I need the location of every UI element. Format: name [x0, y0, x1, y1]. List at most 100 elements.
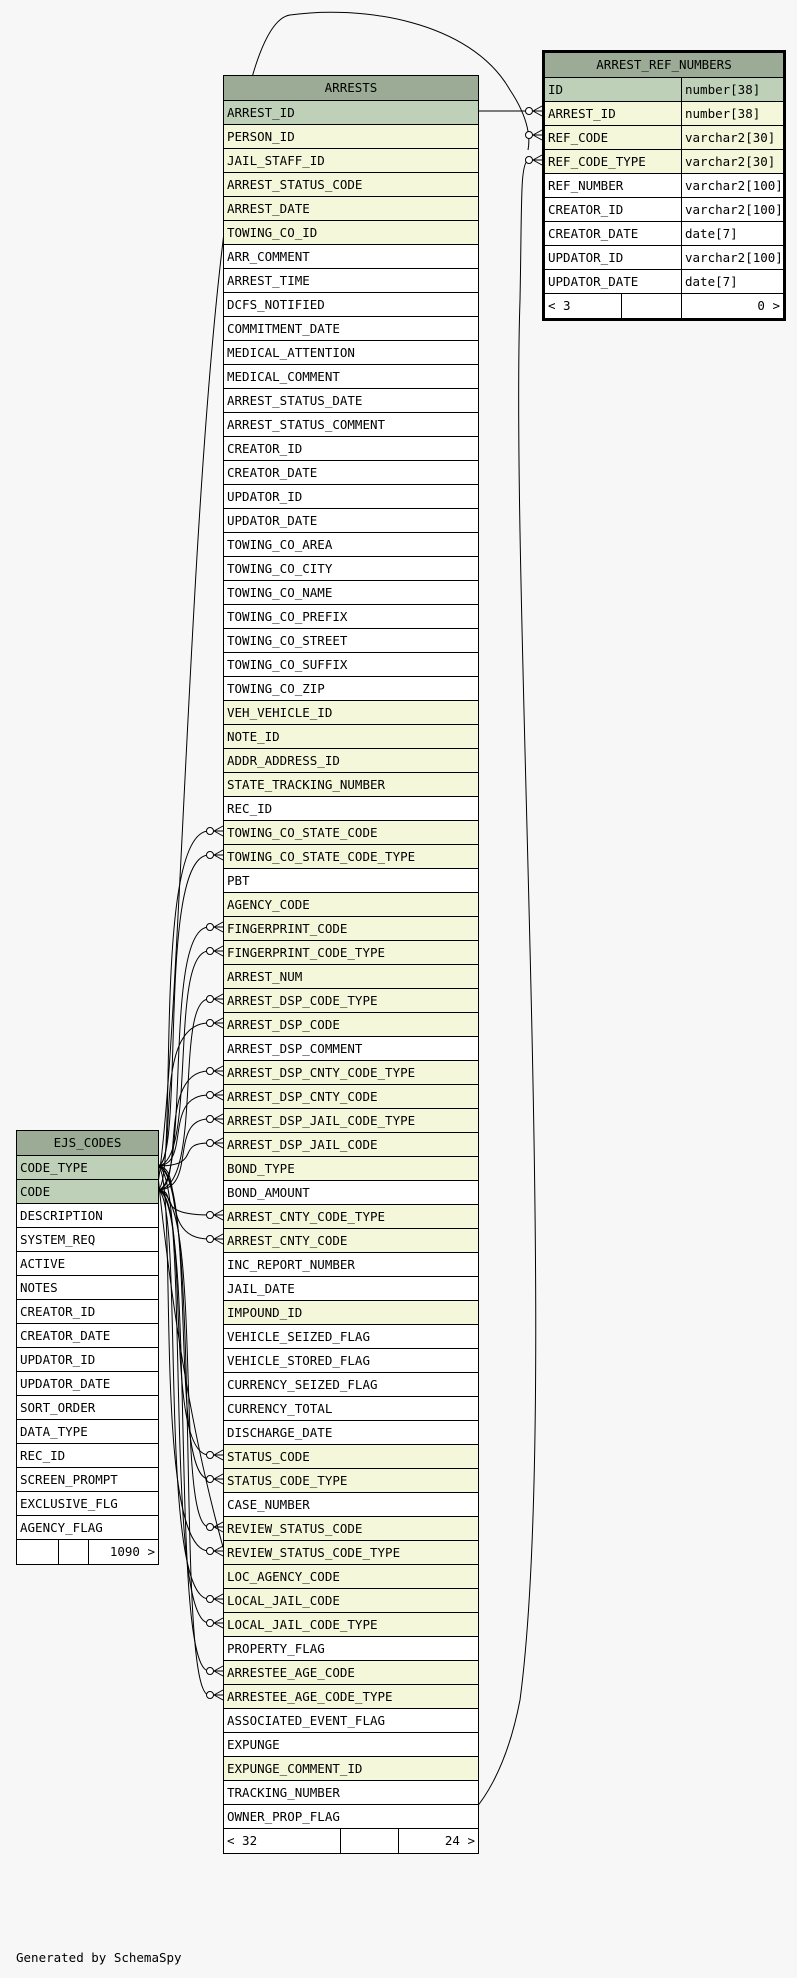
column-row[interactable]: VEHICLE_STORED_FLAG — [224, 1349, 478, 1373]
column-row[interactable]: MEDICAL_COMMENT — [224, 365, 478, 389]
column-row[interactable]: CREATOR_ID — [17, 1300, 158, 1324]
column-row[interactable]: TOWING_CO_NAME — [224, 581, 478, 605]
column-row[interactable]: TOWING_CO_AREA — [224, 533, 478, 557]
column-row[interactable]: ASSOCIATED_EVENT_FLAG — [224, 1709, 478, 1733]
column-row[interactable]: PROPERTY_FLAG — [224, 1637, 478, 1661]
column-row[interactable]: BOND_TYPE — [224, 1157, 478, 1181]
column-row[interactable]: ADDR_ADDRESS_ID — [224, 749, 478, 773]
column-row[interactable]: AGENCY_CODE — [224, 893, 478, 917]
column-row[interactable]: CURRENCY_SEIZED_FLAG — [224, 1373, 478, 1397]
column-row[interactable]: ACTIVE — [17, 1252, 158, 1276]
column-row[interactable]: ARREST_STATUS_CODE — [224, 173, 478, 197]
column-row[interactable]: STATUS_CODE_TYPE — [224, 1469, 478, 1493]
column-row[interactable]: PBT — [224, 869, 478, 893]
column-row[interactable]: DATA_TYPE — [17, 1420, 158, 1444]
column-row[interactable]: ARREST_NUM — [224, 965, 478, 989]
column-row[interactable]: AGENCY_FLAG — [17, 1516, 158, 1540]
column-row[interactable]: UPDATOR_DATE — [224, 509, 478, 533]
column-row[interactable]: SCREEN_PROMPT — [17, 1468, 158, 1492]
table-title-ejs-codes[interactable]: EJS_CODES — [17, 1131, 158, 1156]
column-row[interactable]: OWNER_PROP_FLAG — [224, 1805, 478, 1829]
column-row[interactable]: ARREST_DSP_CNTY_CODE_TYPE — [224, 1061, 478, 1085]
footer-parents-count[interactable]: < 32 — [224, 1829, 341, 1853]
column-row[interactable]: TOWING_CO_STATE_CODE_TYPE — [224, 845, 478, 869]
column-row[interactable]: CREATOR_DATE — [224, 461, 478, 485]
column-row[interactable]: EXPUNGE_COMMENT_ID — [224, 1757, 478, 1781]
column-row[interactable]: TOWING_CO_STREET — [224, 629, 478, 653]
column-row[interactable]: TOWING_CO_ID — [224, 221, 478, 245]
column-row[interactable]: CREATOR_DATE — [17, 1324, 158, 1348]
column-row[interactable]: IMPOUND_ID — [224, 1301, 478, 1325]
column-row[interactable]: CURRENCY_TOTAL — [224, 1397, 478, 1421]
column-row[interactable]: TOWING_CO_ZIP — [224, 677, 478, 701]
column-row[interactable]: LOCAL_JAIL_CODE — [224, 1589, 478, 1613]
column-row[interactable]: STATE_TRACKING_NUMBER — [224, 773, 478, 797]
column-row[interactable]: ARREST_DSP_CODE — [224, 1013, 478, 1037]
column-row[interactable]: NOTE_ID — [224, 725, 478, 749]
column-row[interactable]: REC_ID — [17, 1444, 158, 1468]
column-row[interactable]: NOTES — [17, 1276, 158, 1300]
footer-children-count[interactable]: 24 > — [444, 1833, 475, 1848]
column-row[interactable]: ARREST_DATE — [224, 197, 478, 221]
table-title-arrests[interactable]: ARRESTS — [224, 76, 478, 101]
column-row[interactable]: UPDATOR_DATE — [17, 1372, 158, 1396]
column-row[interactable]: ARRESTEE_AGE_CODE — [224, 1661, 478, 1685]
column-row[interactable]: DCFS_NOTIFIED — [224, 293, 478, 317]
column-row[interactable]: EXCLUSIVE_FLG — [17, 1492, 158, 1516]
column-row[interactable]: JAIL_DATE — [224, 1277, 478, 1301]
column-row[interactable]: COMMITMENT_DATE — [224, 317, 478, 341]
column-row[interactable]: CREATOR_ID — [224, 437, 478, 461]
column-row[interactable]: TRACKING_NUMBER — [224, 1781, 478, 1805]
column-row[interactable]: LOC_AGENCY_CODE — [224, 1565, 478, 1589]
column-row[interactable]: REC_ID — [224, 797, 478, 821]
column-row[interactable]: ARREST_CNTY_CODE_TYPE — [224, 1205, 478, 1229]
column-row[interactable]: SORT_ORDER — [17, 1396, 158, 1420]
column-row[interactable]: ARREST_DSP_CODE_TYPE — [224, 989, 478, 1013]
column-row[interactable]: ARREST_ID — [224, 101, 478, 125]
table-title-arrest-ref-numbers[interactable]: ARREST_REF_NUMBERS — [545, 53, 783, 78]
column-row[interactable]: EXPUNGE — [224, 1733, 478, 1757]
column-row[interactable]: BOND_AMOUNT — [224, 1181, 478, 1205]
footer-children-count[interactable]: 1090 > — [109, 1544, 155, 1559]
column-row[interactable]: SYSTEM_REQ — [17, 1228, 158, 1252]
column-row[interactable]: ARREST_TIME — [224, 269, 478, 293]
column-row[interactable]: PERSON_ID — [224, 125, 478, 149]
column-row[interactable]: UPDATOR_ID — [224, 485, 478, 509]
column-row[interactable]: ARREST_DSP_COMMENT — [224, 1037, 478, 1061]
column-row[interactable]: ARREST_DSP_CNTY_CODE — [224, 1085, 478, 1109]
column-row[interactable]: LOCAL_JAIL_CODE_TYPE — [224, 1613, 478, 1637]
column-row[interactable]: ARR_COMMENT — [224, 245, 478, 269]
column-row[interactable]: MEDICAL_ATTENTION — [224, 341, 478, 365]
column-row[interactable]: ARRESTEE_AGE_CODE_TYPE — [224, 1685, 478, 1709]
column-row[interactable]: ARREST_STATUS_DATE — [224, 389, 478, 413]
column-row[interactable]: STATUS_CODE — [224, 1445, 478, 1469]
column-row[interactable]: ARREST_CNTY_CODE — [224, 1229, 478, 1253]
column-row[interactable]: VEH_VEHICLE_ID — [224, 701, 478, 725]
column-row[interactable]: TOWING_CO_SUFFIX — [224, 653, 478, 677]
column-row[interactable]: TOWING_CO_STATE_CODE — [224, 821, 478, 845]
column-row[interactable]: CODE_TYPE — [17, 1156, 158, 1180]
column-row[interactable]: DISCHARGE_DATE — [224, 1421, 478, 1445]
column-row[interactable]: ARREST_DSP_JAIL_CODE_TYPE — [224, 1109, 478, 1133]
column-row[interactable]: TOWING_CO_CITY — [224, 557, 478, 581]
column-row[interactable]: INC_REPORT_NUMBER — [224, 1253, 478, 1277]
column-row[interactable]: ARREST_STATUS_COMMENT — [224, 413, 478, 437]
footer-parents-count[interactable]: < 3 — [545, 294, 622, 318]
column-row[interactable]: VEHICLE_SEIZED_FLAG — [224, 1325, 478, 1349]
column-row[interactable]: DESCRIPTION — [17, 1204, 158, 1228]
column-row[interactable]: CODE — [17, 1180, 158, 1204]
column-row[interactable]: JAIL_STAFF_ID — [224, 149, 478, 173]
column-row[interactable]: CASE_NUMBER — [224, 1493, 478, 1517]
column-row[interactable]: REVIEW_STATUS_CODE — [224, 1517, 478, 1541]
